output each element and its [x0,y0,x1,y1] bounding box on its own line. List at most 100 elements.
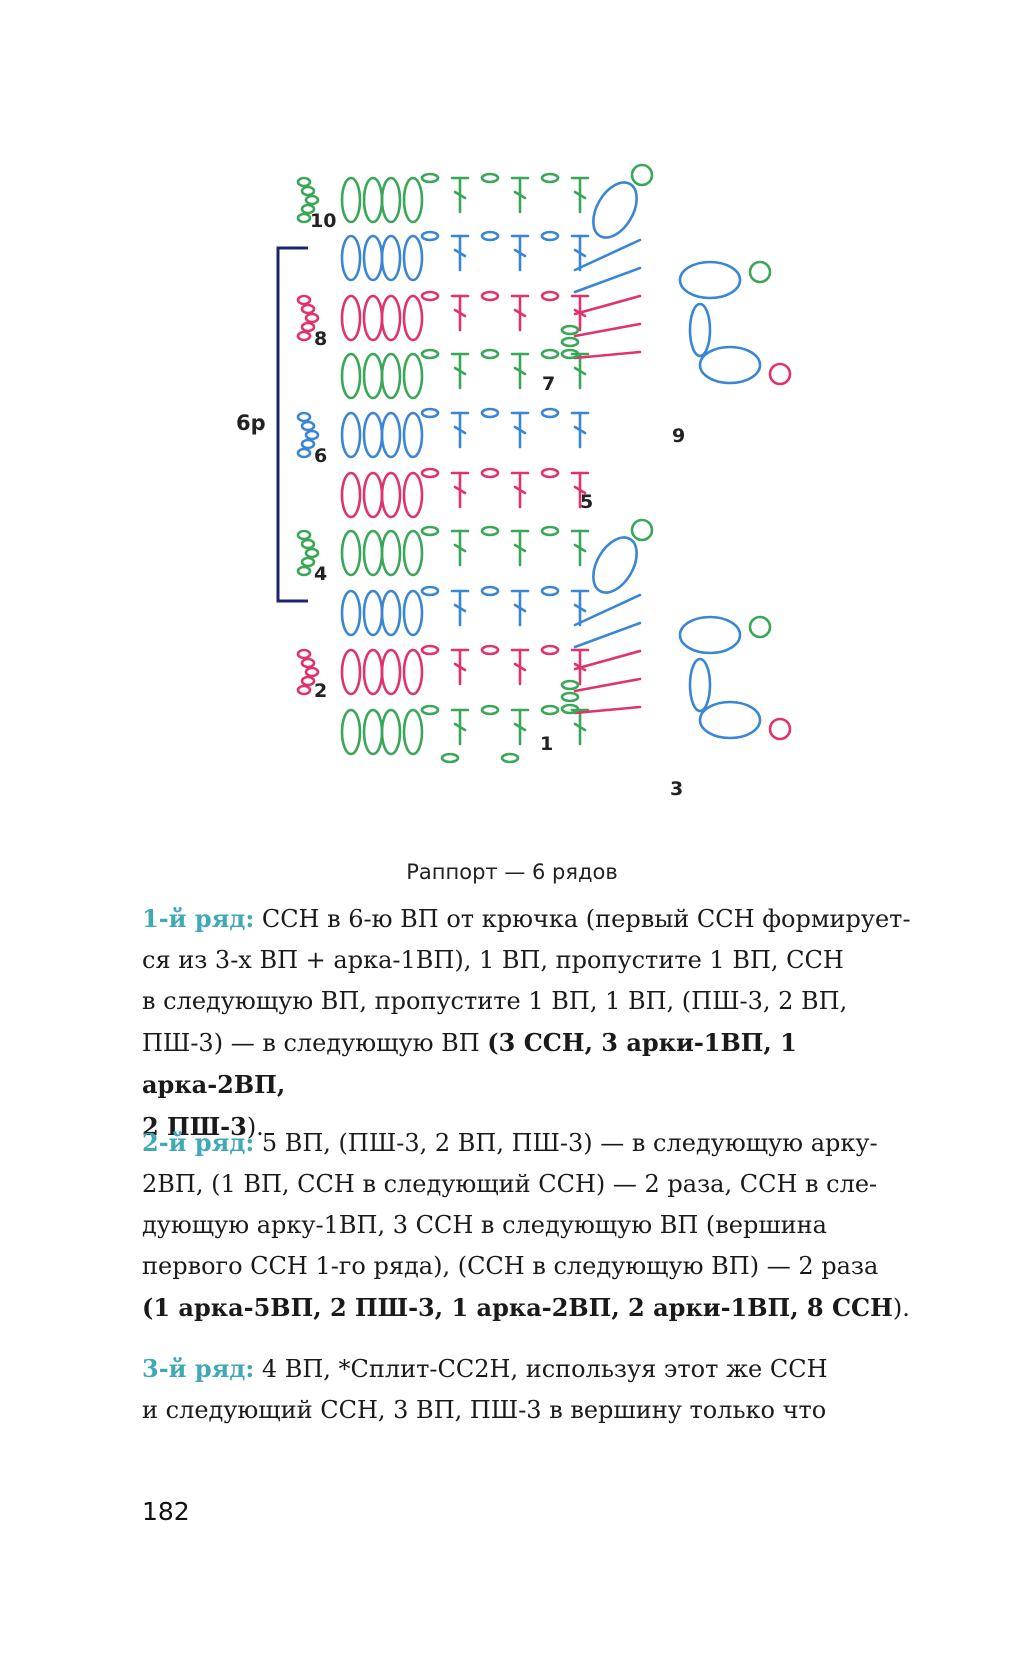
puff-stitch [362,176,384,224]
row-2-instructions: 2-й ряд: 5 ВП, (ПШ-3, 2 ВП, ПШ-3) — в сл… [142,1122,922,1329]
side-chain-loop [300,438,316,450]
fan-stitch [573,294,642,316]
crochet-chart-svg: 6р 10 8 7 9 6 5 4 2 1 3 [236,163,792,800]
chain-stitch [560,703,580,715]
puff-stitch [340,352,362,400]
chain-stitch [480,230,500,242]
chain-stitch [420,230,440,242]
stitch-cross-bar [573,603,587,613]
puff-stitch [340,411,362,459]
row-1-summary-a: (3 ССН, 3 арки-1ВП, 1 арка-2ВП, [142,1028,797,1099]
chain-stitch [480,467,500,479]
row-2-line-4: первого ССН 1-го ряда), (ССН в следующую… [142,1252,879,1280]
puff-stitch [340,234,362,282]
puff-stitch [340,648,362,696]
row-3-line-1: 4 ВП, *Сплит-СС2Н, используя этот же ССН [261,1355,828,1383]
chain-stitch [560,679,580,691]
stitch-cross-bar [513,485,527,495]
fan-stitch [573,350,642,360]
chain-stitch [560,324,580,336]
chain-stitch [540,348,560,360]
chain-stitch [540,230,560,242]
fan-stitch [573,266,642,294]
picot-leaf [698,345,762,385]
crochet-diagram: 6р 10 8 7 9 6 5 4 2 1 3 [230,140,850,860]
page-number: 182 [142,1497,190,1526]
puff-stitch [380,589,402,637]
row-1-line-2: ся из 3-х ВП + арка-1ВП), 1 ВП, пропусти… [142,946,844,974]
picot-ring [768,362,792,386]
chain-stitch [540,290,560,302]
stitch-cross-bar [573,248,587,258]
stitch-cross-bar [513,308,527,318]
puff-stitch [380,471,402,519]
puff-stitch [380,176,402,224]
stitch-cross-bar [573,485,587,495]
row-number-10: 10 [310,210,336,232]
fan-stitch [573,593,642,627]
row-2-line-3: дующую арку-1ВП, 3 ССН в следующую ВП (в… [142,1211,827,1239]
chain-stitch [420,585,440,597]
fan-stitch [573,649,642,671]
row-1-line-4: ПШ-3) — в следующую ВП [142,1029,488,1057]
picot-ring [630,518,654,542]
side-chain-loop [300,203,316,215]
picot-ring [768,717,792,741]
side-chain-loop [296,529,312,541]
puff-stitch [380,294,402,342]
side-chain-loop [300,303,316,315]
stitch-cross-bar [453,485,467,495]
chain-stitch [420,644,440,656]
stitch-cross-bar [513,662,527,672]
puff-stitch [402,294,424,342]
stitch-cross-bar [453,543,467,553]
fan-stitch [573,322,642,338]
row-1-tail: ). [246,1113,264,1141]
side-chain-loop [296,648,312,660]
chain-stitch [440,752,460,764]
chain-stitch [540,467,560,479]
side-chain-loop [296,684,312,696]
row-1-line-1: ССН в 6-ю ВП от крючка (первый ССН форми… [261,905,911,933]
row-number-3: 3 [670,778,683,800]
stitch-cross-bar [453,308,467,318]
chain-stitch [540,525,560,537]
picot-leaf [698,700,762,740]
chain-stitch [560,348,580,360]
picot-leaf [688,302,712,358]
chain-stitch [560,336,580,348]
picot-ring [630,163,654,187]
row-1-summary-b: 2 ПШ-3 [142,1112,247,1141]
row-1-label: 1-й ряд: [142,904,255,933]
side-chain-loop [300,185,316,197]
row-number-1: 1 [540,733,553,755]
stitch-cross-bar [453,190,467,200]
row-2-label: 2-й ряд: [142,1128,255,1157]
picot-leaf [678,615,742,655]
puff-stitch [340,529,362,577]
side-chain-loop [300,675,316,687]
row-3-line-2: и следующий ССН, 3 ВП, ПШ-3 в вершину то… [142,1396,827,1424]
fan-stitch [573,621,642,649]
stitch-cross-bar [573,190,587,200]
side-chain-loop [304,547,320,559]
row-2-summary: (1 арка-5ВП, 2 ПШ-3, 1 арка-2ВП, 2 арки-… [142,1293,893,1322]
chain-stitch [420,290,440,302]
side-chain-loop [296,330,312,342]
puff-stitch [362,529,384,577]
side-chain-loop [304,194,320,206]
picot-leaf [592,536,638,594]
chain-stitch [480,407,500,419]
puff-stitch [362,352,384,400]
stitch-cross-bar [513,366,527,376]
picot-leaf [592,181,638,239]
chain-stitch [420,348,440,360]
side-chain-loop [300,657,316,669]
chain-stitch [420,467,440,479]
stitch-cross-bar [513,248,527,258]
stitch-cross-bar [513,190,527,200]
row-1-line-3: в следующую ВП, пропустите 1 ВП, 1 ВП, (… [142,987,848,1015]
stitch-cross-bar [453,248,467,258]
row-2-tail: ). [892,1294,910,1322]
side-chain-loop [296,294,312,306]
